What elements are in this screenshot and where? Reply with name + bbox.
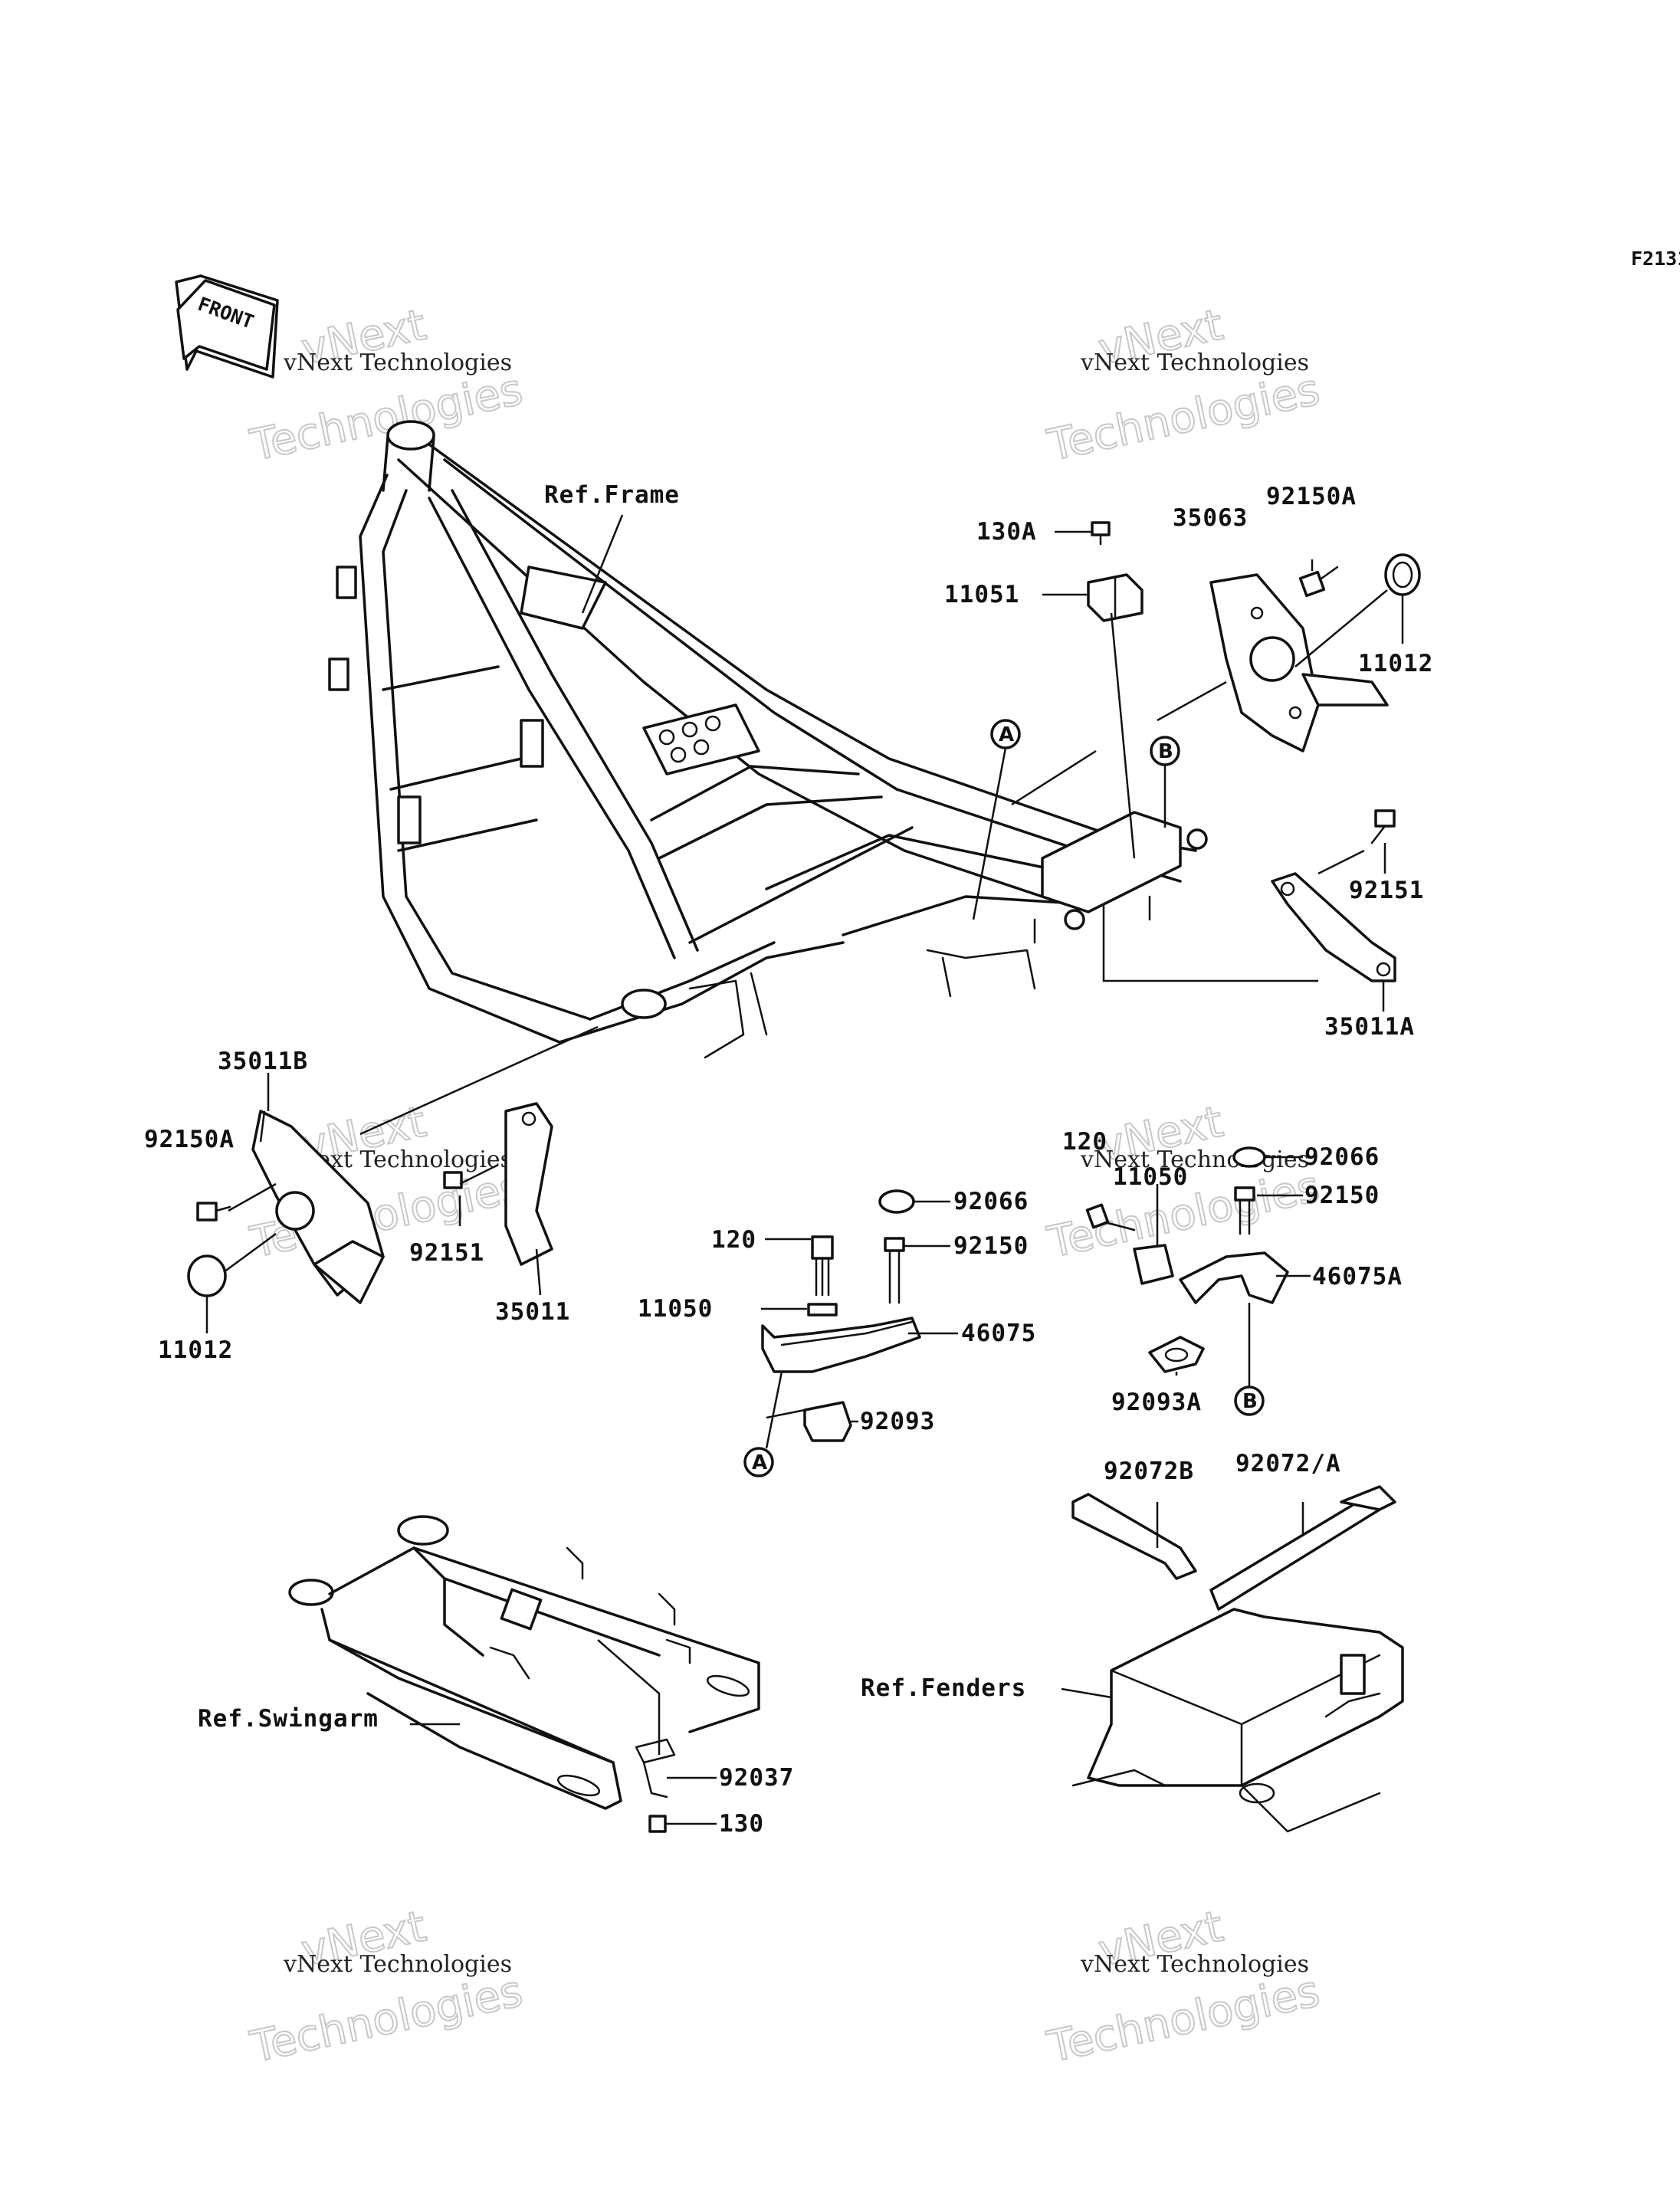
bracket-11051 (1087, 573, 1144, 622)
bracket-35011a (1271, 872, 1396, 982)
callout-a-bracket: A (743, 1447, 774, 1477)
part-label: 92150A (1266, 483, 1357, 510)
bolt-92150-mid (884, 1237, 905, 1304)
part-label: 92072/A (1235, 1450, 1341, 1477)
frame-drawing (328, 420, 1208, 1059)
svg-text:vNext Technologies: vNext Technologies (1080, 1951, 1309, 1978)
front-arrow-icon: FRONT (175, 274, 279, 379)
swingarm-drawing (288, 1515, 760, 1810)
callout-b-frame: B (1150, 736, 1180, 766)
figure-id: F2131 (1631, 248, 1680, 270)
part-label: 35011 (495, 1298, 570, 1326)
svg-text:A: A (752, 1451, 767, 1474)
part-label: 120 (1062, 1128, 1107, 1156)
bolt-92151-left (443, 1171, 463, 1189)
part-label: 92093A (1111, 1389, 1202, 1416)
cap-11012-top (1384, 553, 1421, 596)
svg-text:Technologies: Technologies (1043, 1966, 1324, 2073)
footrest-plate-35011b (251, 1110, 385, 1304)
callout-a-frame: A (990, 719, 1021, 749)
svg-text:Technologies: Technologies (246, 1966, 527, 2073)
svg-text:B: B (1158, 740, 1173, 763)
bolt-130a (1091, 521, 1111, 546)
cap-92066-mid (878, 1189, 915, 1214)
part-label: 35011B (218, 1048, 308, 1075)
fender-drawing (1071, 1608, 1404, 1833)
part-label: 130A (976, 518, 1037, 546)
part-label: 35063 (1173, 504, 1248, 532)
part-label: 92066 (953, 1188, 1029, 1215)
part-label: 92151 (409, 1239, 484, 1267)
bolt-130 (648, 1815, 667, 1833)
strap-92072a (1209, 1485, 1396, 1611)
part-label: 11050 (1113, 1163, 1188, 1191)
part-label: 92037 (719, 1764, 794, 1792)
part-label: 92150A (144, 1126, 235, 1153)
watermark-bottom-right: vNext Technologies vNext Technologies (1042, 1900, 1324, 2073)
ref-swingarm-label: Ref.Swingarm (198, 1705, 379, 1733)
cap-11012-left (187, 1254, 227, 1297)
clip-92037 (635, 1738, 676, 1799)
bolt-92150a-top (1298, 566, 1339, 598)
cap-92066-right (1232, 1146, 1266, 1168)
svg-text:vNext Technologies: vNext Technologies (1080, 349, 1309, 376)
bolt-92151-right (1370, 809, 1396, 844)
bolt-92150-right (1234, 1186, 1255, 1235)
watermark-top-right: vNext Technologies vNext Technologies (1042, 299, 1324, 471)
svg-text:A: A (999, 723, 1014, 746)
watermark-bottom-left: vNext Technologies vNext Technologies (245, 1900, 527, 2073)
callout-b-bracket: B (1234, 1385, 1265, 1416)
svg-text:Technologies: Technologies (1043, 365, 1324, 471)
part-label: 92150 (1304, 1182, 1380, 1209)
part-label: 11051 (944, 581, 1019, 608)
bolt-120-mid (811, 1235, 834, 1297)
part-label: 130 (719, 1810, 764, 1838)
svg-text:vNext Technologies: vNext Technologies (283, 1951, 512, 1978)
part-label: 11012 (1358, 650, 1433, 677)
svg-text:vNext Technologies: vNext Technologies (283, 349, 512, 376)
bracket-46075 (761, 1317, 921, 1373)
part-label: 92066 (1304, 1143, 1380, 1171)
ref-fenders-label: Ref.Fenders (861, 1674, 1026, 1702)
part-label: 92093 (860, 1408, 935, 1435)
bolt-120-right (1085, 1203, 1136, 1231)
bolt-92150a-left (196, 1202, 231, 1221)
part-label: 120 (711, 1226, 756, 1254)
part-label: 35011A (1324, 1013, 1415, 1041)
grommet-92093a (1148, 1336, 1205, 1373)
footrest-plate-35063 (1209, 573, 1389, 753)
svg-text:B: B (1242, 1390, 1258, 1413)
part-label: 11050 (638, 1295, 713, 1323)
bracket-35011 (504, 1102, 553, 1266)
strap-92072b (1071, 1493, 1197, 1580)
collar-11050-right (1133, 1244, 1174, 1285)
part-label: 11012 (158, 1336, 233, 1364)
ref-frame-label: Ref.Frame (544, 481, 680, 509)
grommet-92093 (803, 1401, 852, 1442)
bracket-46075a (1179, 1251, 1289, 1304)
part-label: 46075 (961, 1320, 1036, 1347)
part-label: 92072B (1104, 1458, 1194, 1485)
part-label: 92151 (1349, 877, 1424, 904)
collar-11050-mid (807, 1303, 838, 1317)
part-label: 92150 (953, 1232, 1029, 1260)
svg-text:vNext Technologies: vNext Technologies (1080, 1146, 1309, 1173)
part-label: 46075A (1312, 1263, 1403, 1290)
